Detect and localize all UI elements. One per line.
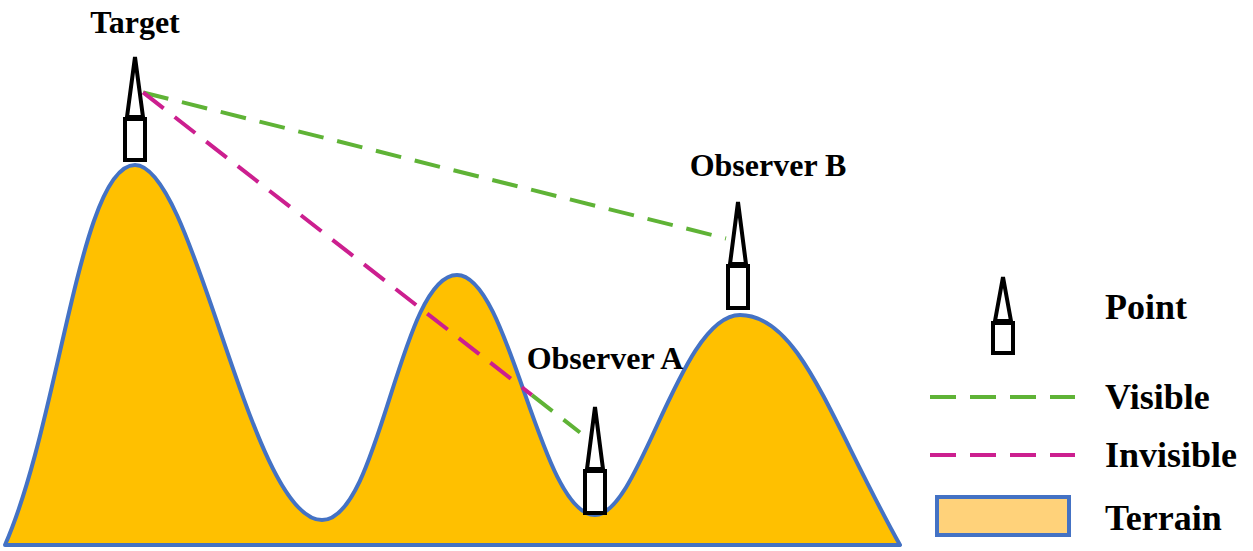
observation-point: Target (15, 4, 255, 162)
point-symbol (580, 405, 610, 515)
point-triangle (127, 57, 143, 117)
sight-line-segment (532, 395, 580, 432)
legend-line (930, 453, 1075, 457)
point-triangle (995, 277, 1011, 321)
legend-line (930, 395, 1075, 399)
point-symbol (120, 55, 150, 162)
sight-line (143, 92, 726, 238)
legend-entry: Visible (920, 367, 1250, 427)
point-triangle (730, 202, 746, 264)
sight-line-segment (143, 92, 726, 238)
legend-point-symbol (988, 275, 1018, 355)
point-triangle (587, 407, 603, 469)
legend-swatch (935, 495, 1071, 537)
point-base (728, 266, 748, 308)
legend-label: Point (1105, 287, 1187, 327)
legend-line-sample (930, 425, 1080, 485)
point-base (585, 471, 605, 513)
legend-entry: Point (920, 277, 1250, 337)
legend-entry: Terrain (920, 488, 1250, 548)
sight-line-segment (143, 92, 532, 395)
point-label: Target (90, 4, 179, 40)
point-base (993, 323, 1013, 353)
point-label: Observer A (527, 340, 684, 376)
legend-label: Visible (1105, 377, 1210, 417)
point-base (125, 119, 145, 160)
sight-line (143, 92, 580, 432)
point-label: Observer B (690, 147, 847, 183)
legend-line-sample (930, 367, 1080, 427)
legend-label: Terrain (1105, 498, 1222, 538)
legend-label: Invisible (1105, 435, 1237, 475)
legend-entry: Invisible (920, 425, 1250, 485)
terrain-profile (5, 165, 900, 545)
observation-point: Observer A (475, 340, 715, 515)
point-symbol (723, 200, 753, 310)
observation-point: Observer B (618, 147, 858, 310)
